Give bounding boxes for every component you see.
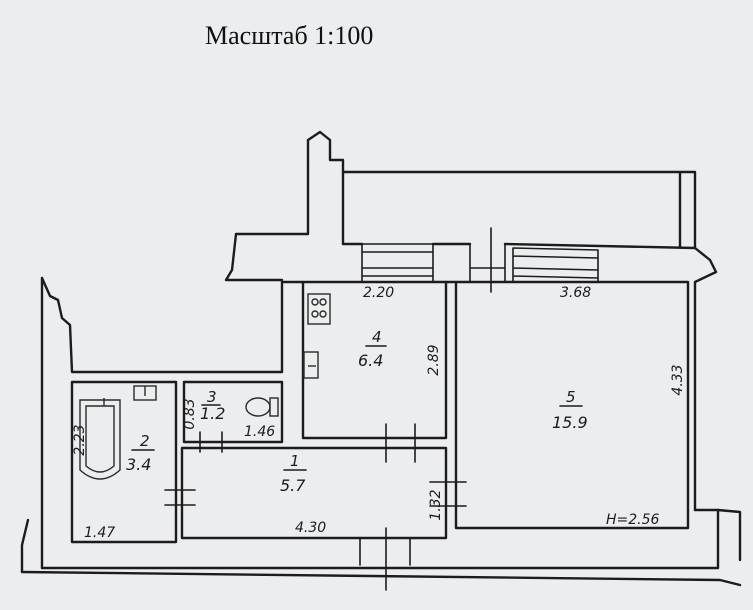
- room-5-label: 5 15.9: [552, 388, 588, 432]
- room-2-area: 3.4: [126, 455, 151, 474]
- dim-wc-width: 1.46: [244, 424, 275, 440]
- sink-icon: [133, 385, 157, 401]
- room-3-label: 3 1.2: [200, 388, 225, 423]
- room-4-number: 4: [372, 328, 382, 346]
- dim-kitchen-length: 2.89: [426, 344, 442, 375]
- bathtub-icon: [79, 398, 121, 480]
- dim-hall-length: 4.30: [295, 520, 326, 536]
- dim-wc-length: 0.83: [182, 398, 198, 429]
- dim-living-width: 3.68: [560, 285, 591, 301]
- top-windows: [361, 227, 599, 293]
- dim-kitchen-width: 2.20: [363, 285, 394, 301]
- room-2-number: 2: [140, 432, 150, 450]
- room-2-label: 2 3.4: [126, 432, 155, 474]
- scale-title: Масштаб 1:100: [205, 21, 373, 50]
- dim-bath-length: 2.23: [72, 424, 88, 455]
- door-marks: [164, 423, 467, 591]
- dim-hall-width: 1.32: [428, 489, 444, 520]
- partitions: [70, 280, 690, 544]
- room-5-area: 15.9: [552, 413, 588, 432]
- ceiling-height: H=2.56: [606, 512, 660, 528]
- room-1-area: 5.7: [280, 476, 306, 495]
- room-3-number: 3: [207, 388, 217, 406]
- dim-bath-width: 1.47: [84, 525, 115, 541]
- room-3-area: 1.2: [200, 404, 225, 423]
- room-4-area: 6.4: [358, 351, 383, 370]
- dim-living-length: 4.33: [670, 364, 686, 395]
- toilet-icon: [245, 397, 279, 417]
- room-5-number: 5: [566, 388, 576, 406]
- room-1-label: 1 5.7: [280, 452, 307, 495]
- kitchen-sink-icon: [303, 351, 319, 379]
- walls: [20, 130, 742, 587]
- room-1-number: 1: [290, 452, 300, 470]
- stove-icon: [307, 293, 331, 325]
- room-4-label: 4 6.4: [358, 328, 387, 370]
